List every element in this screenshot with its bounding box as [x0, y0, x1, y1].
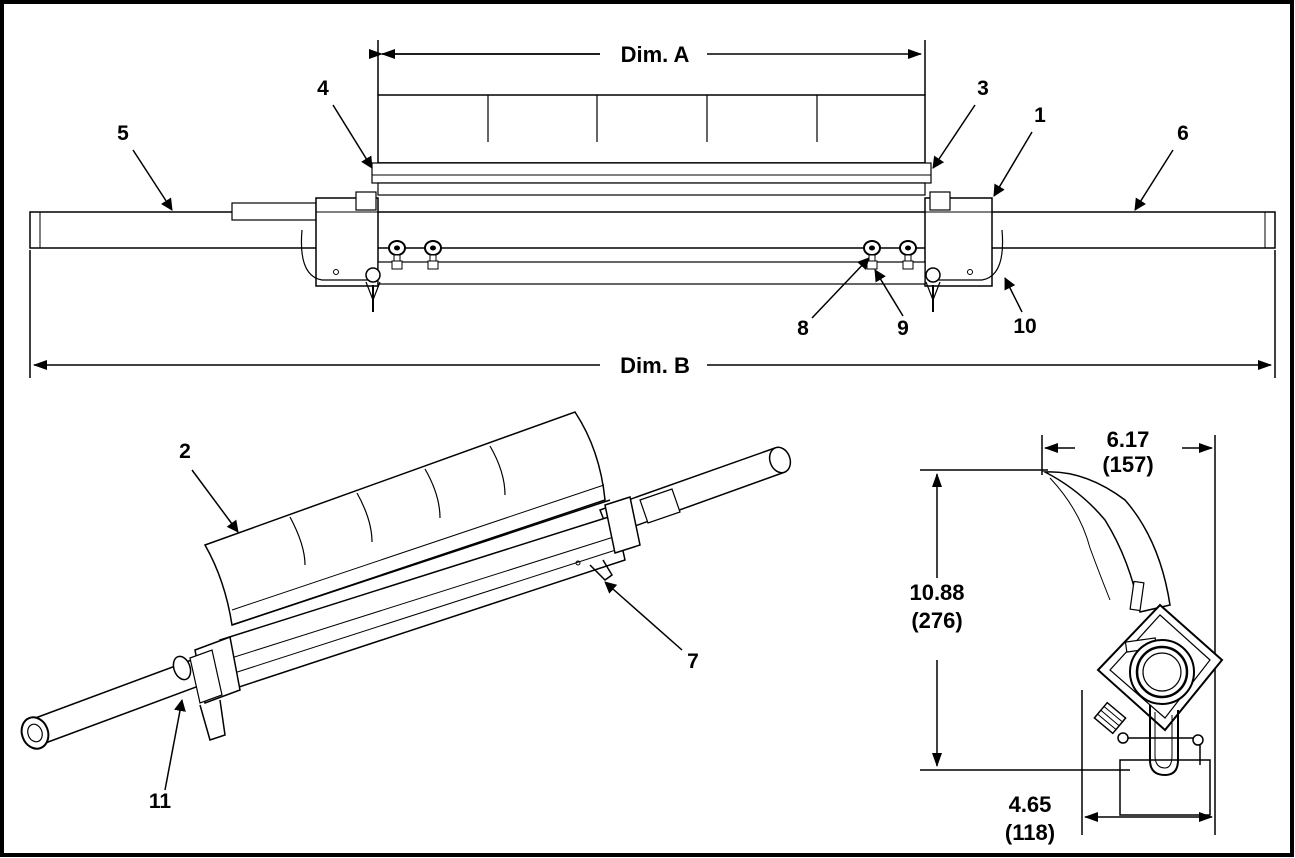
- pin-right-icon: [925, 267, 941, 312]
- offset-dim-label: 4.65: [1009, 792, 1052, 817]
- callout-1: 1: [1034, 104, 1046, 127]
- callout-5: 5: [117, 122, 129, 145]
- callout-6: 6: [1177, 122, 1189, 145]
- side-blade-profile: [1042, 471, 1171, 613]
- side-view: 6.17 (157) 10.88 (276) 4.65 (118): [909, 427, 1224, 845]
- mainframe-pipe: [29, 211, 1276, 249]
- isometric-view: 2 7 11: [20, 411, 792, 813]
- callout-11: 11: [149, 790, 172, 813]
- dim-b-label: Dim. B: [620, 353, 690, 378]
- callout-7: 7: [687, 650, 699, 673]
- height-dim-label: 10.88: [909, 580, 964, 605]
- iso-blade: [203, 411, 606, 626]
- callout-9: 9: [897, 317, 909, 340]
- callout-3: 3: [977, 77, 989, 100]
- dim-a-label: Dim. A: [621, 42, 690, 67]
- tensioner-knob-icon: [388, 240, 917, 270]
- top-view: Dim. A: [29, 40, 1276, 378]
- width-dim-label: 6.17: [1107, 427, 1150, 452]
- width-dim-metric: (157): [1102, 452, 1153, 477]
- blade: [377, 94, 926, 164]
- height-dim-metric: (276): [911, 608, 962, 633]
- callout-10: 10: [1013, 315, 1036, 338]
- callout-2: 2: [179, 440, 191, 463]
- callout-8: 8: [797, 317, 809, 340]
- callout-4: 4: [317, 77, 329, 100]
- clamp-bolt-icon: [1093, 701, 1127, 735]
- offset-dim-metric: (118): [1005, 820, 1055, 845]
- pin-left-icon: [365, 267, 381, 312]
